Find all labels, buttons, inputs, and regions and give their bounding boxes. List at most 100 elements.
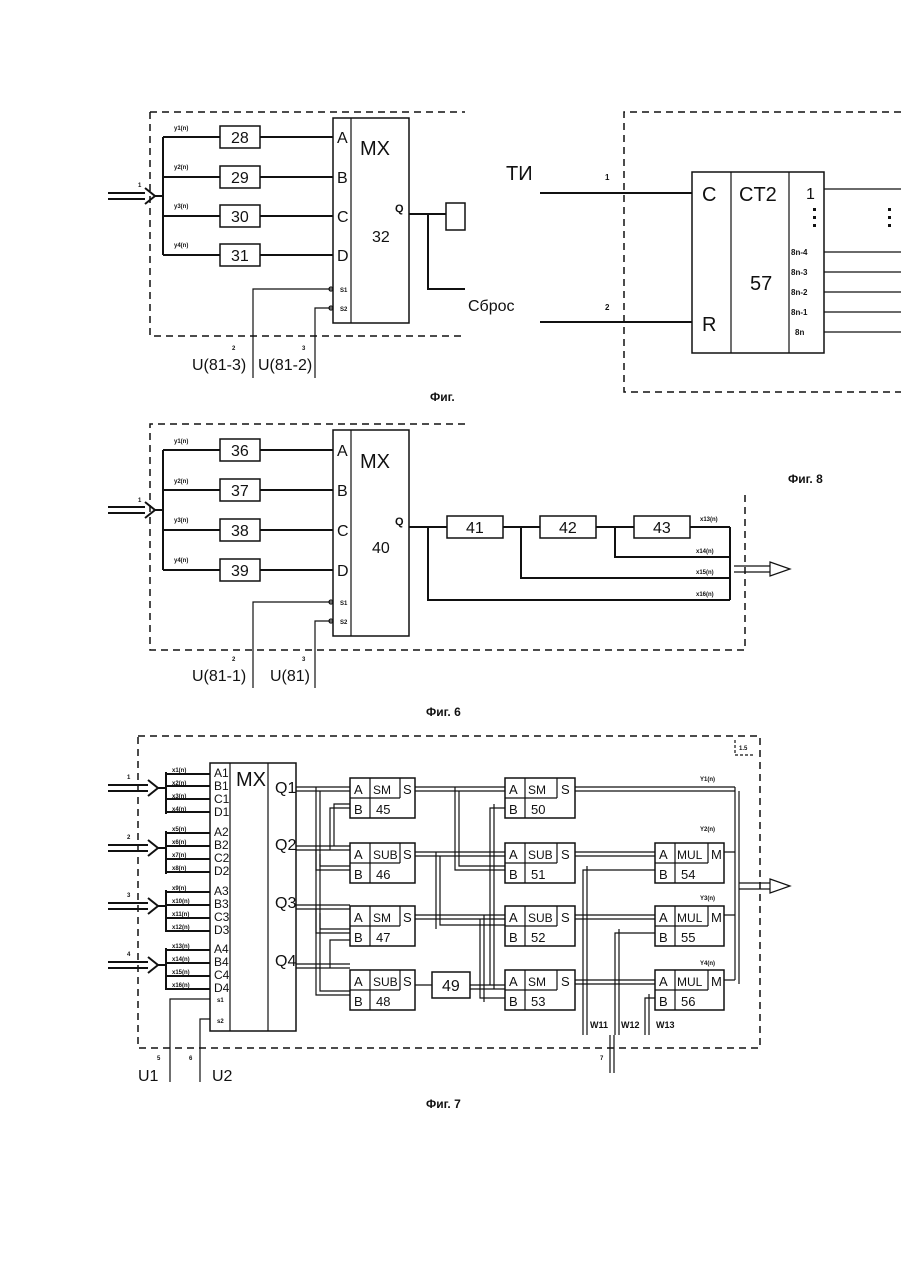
block-label: 46 xyxy=(376,867,390,882)
fig6-multiplexer: 1 y1(n) y2(n) y3(n) y4(n) 36 37 38 39 A … xyxy=(108,424,790,719)
port-label: C4 xyxy=(214,968,230,982)
bus-number: 1 xyxy=(138,183,142,189)
input-label: y2(n) xyxy=(174,479,188,485)
out-label: 8n-3 xyxy=(791,268,808,277)
port-label: C xyxy=(337,523,349,540)
r-input: R xyxy=(702,314,716,336)
out-label: 8n-4 xyxy=(791,248,808,257)
out-label: S xyxy=(403,782,412,797)
out-label: M xyxy=(711,910,722,925)
input-label: y1(n) xyxy=(174,126,188,132)
x-input-label: x13(n) xyxy=(172,944,190,950)
op-label: SM xyxy=(373,911,391,925)
x-input-label: x8(n) xyxy=(172,866,186,872)
figure-caption: Фиг. 6 xyxy=(426,705,461,719)
block-label: 38 xyxy=(231,523,249,540)
port-label: D1 xyxy=(214,805,230,819)
mux-title: MX xyxy=(236,769,266,791)
port-label: B xyxy=(354,802,363,817)
op-label: MUL xyxy=(677,911,703,925)
x-input-label: x1(n) xyxy=(172,768,186,774)
block-label: 52 xyxy=(531,930,545,945)
bus-number: 1 xyxy=(138,498,142,504)
fig8-counter: ТИ 1 2 C R CT2 57 1 8n-4 8n-3 8n-2 8n-1 … xyxy=(506,112,901,486)
port-label: D4 xyxy=(214,981,230,995)
port-label: A xyxy=(659,910,668,925)
select-label: s1 xyxy=(217,998,224,1004)
port-label: A xyxy=(509,974,518,989)
select-number: 5 xyxy=(157,1056,161,1062)
port-label: A xyxy=(354,782,363,797)
port-label: C2 xyxy=(214,851,230,865)
port-label: B xyxy=(509,994,518,1009)
out-label: S xyxy=(561,910,570,925)
w-label: W12 xyxy=(621,1020,640,1030)
port-label: B xyxy=(509,802,518,817)
block-label: 49 xyxy=(442,978,460,995)
port-label: B xyxy=(337,170,348,187)
port-label: A3 xyxy=(214,884,229,898)
port-label: D3 xyxy=(214,923,230,937)
fig7-processing: 1.5 1 2 3 4 x1(n)x2(n)x3(n)x4(n)x5(n)x6(… xyxy=(108,736,790,1111)
counter-number: 57 xyxy=(750,273,772,295)
out-label: 1 xyxy=(806,186,815,203)
x-input-label: x6(n) xyxy=(172,840,186,846)
block-label: 48 xyxy=(376,994,390,1009)
select-label: S2 xyxy=(340,620,348,626)
port-label: B xyxy=(659,994,668,1009)
out-label: 8n xyxy=(795,328,804,337)
u-label: U(81-3) xyxy=(192,357,246,374)
select-number: 3 xyxy=(302,346,306,352)
out-label: S xyxy=(561,782,570,797)
port-label: A1 xyxy=(214,766,229,780)
x-input-label: x9(n) xyxy=(172,886,186,892)
figure-caption: Фиг. xyxy=(430,390,455,404)
y-label: Y4(n) xyxy=(700,961,715,967)
fig-top-multiplexer: 1 y1(n) y2(n) y3(n) y4(n) 28 29 30 31 A … xyxy=(108,112,515,404)
block-label: 56 xyxy=(681,994,695,1009)
figure-caption: Фиг. 7 xyxy=(426,1097,461,1111)
input-label: y1(n) xyxy=(174,439,188,445)
block-label: 42 xyxy=(559,520,577,537)
x-input-label: x12(n) xyxy=(172,925,190,931)
block-label: 51 xyxy=(531,867,545,882)
port-label: D xyxy=(337,248,349,265)
port-label: C3 xyxy=(214,910,230,924)
out-label: S xyxy=(403,847,412,862)
select-label: s2 xyxy=(217,1019,224,1025)
port-label: A xyxy=(354,910,363,925)
x-input-label: x3(n) xyxy=(172,794,186,800)
op-label: SUB xyxy=(373,848,398,862)
port-label: A xyxy=(354,847,363,862)
x-labels: x1(n)x2(n)x3(n)x4(n)x5(n)x6(n)x7(n)x8(n)… xyxy=(172,768,190,989)
c-input: C xyxy=(702,184,716,206)
figure-caption: Фиг. 8 xyxy=(788,472,823,486)
out-label: x15(n) xyxy=(696,570,714,576)
x-input-label: x15(n) xyxy=(172,970,190,976)
x-input-label: x10(n) xyxy=(172,899,190,905)
x-input-label: x14(n) xyxy=(172,957,190,963)
op-label: MUL xyxy=(677,975,703,989)
out-label: M xyxy=(711,974,722,989)
w-label: W11 xyxy=(590,1020,608,1030)
block-label: 50 xyxy=(531,802,545,817)
y-label: Y1(n) xyxy=(700,777,715,783)
port-label: D xyxy=(337,563,349,580)
select-label: S2 xyxy=(340,307,348,313)
port-label: C xyxy=(337,209,349,226)
port-label: D2 xyxy=(214,864,230,878)
block-label: 36 xyxy=(231,443,249,460)
counter-title: CT2 xyxy=(739,184,777,206)
select-label: S1 xyxy=(340,288,348,294)
bus-number: 7 xyxy=(600,1056,604,1062)
port-label: B2 xyxy=(214,838,229,852)
input-groups: 1 2 3 4 xyxy=(108,772,210,990)
port-label: C1 xyxy=(214,792,230,806)
output-label: Q xyxy=(395,203,404,215)
select-number: 2 xyxy=(232,346,236,352)
w-label: W13 xyxy=(656,1020,675,1030)
out-label: S xyxy=(403,974,412,989)
block-label: 37 xyxy=(231,483,249,500)
block-label: 41 xyxy=(466,520,484,537)
op-label: SUB xyxy=(528,848,553,862)
